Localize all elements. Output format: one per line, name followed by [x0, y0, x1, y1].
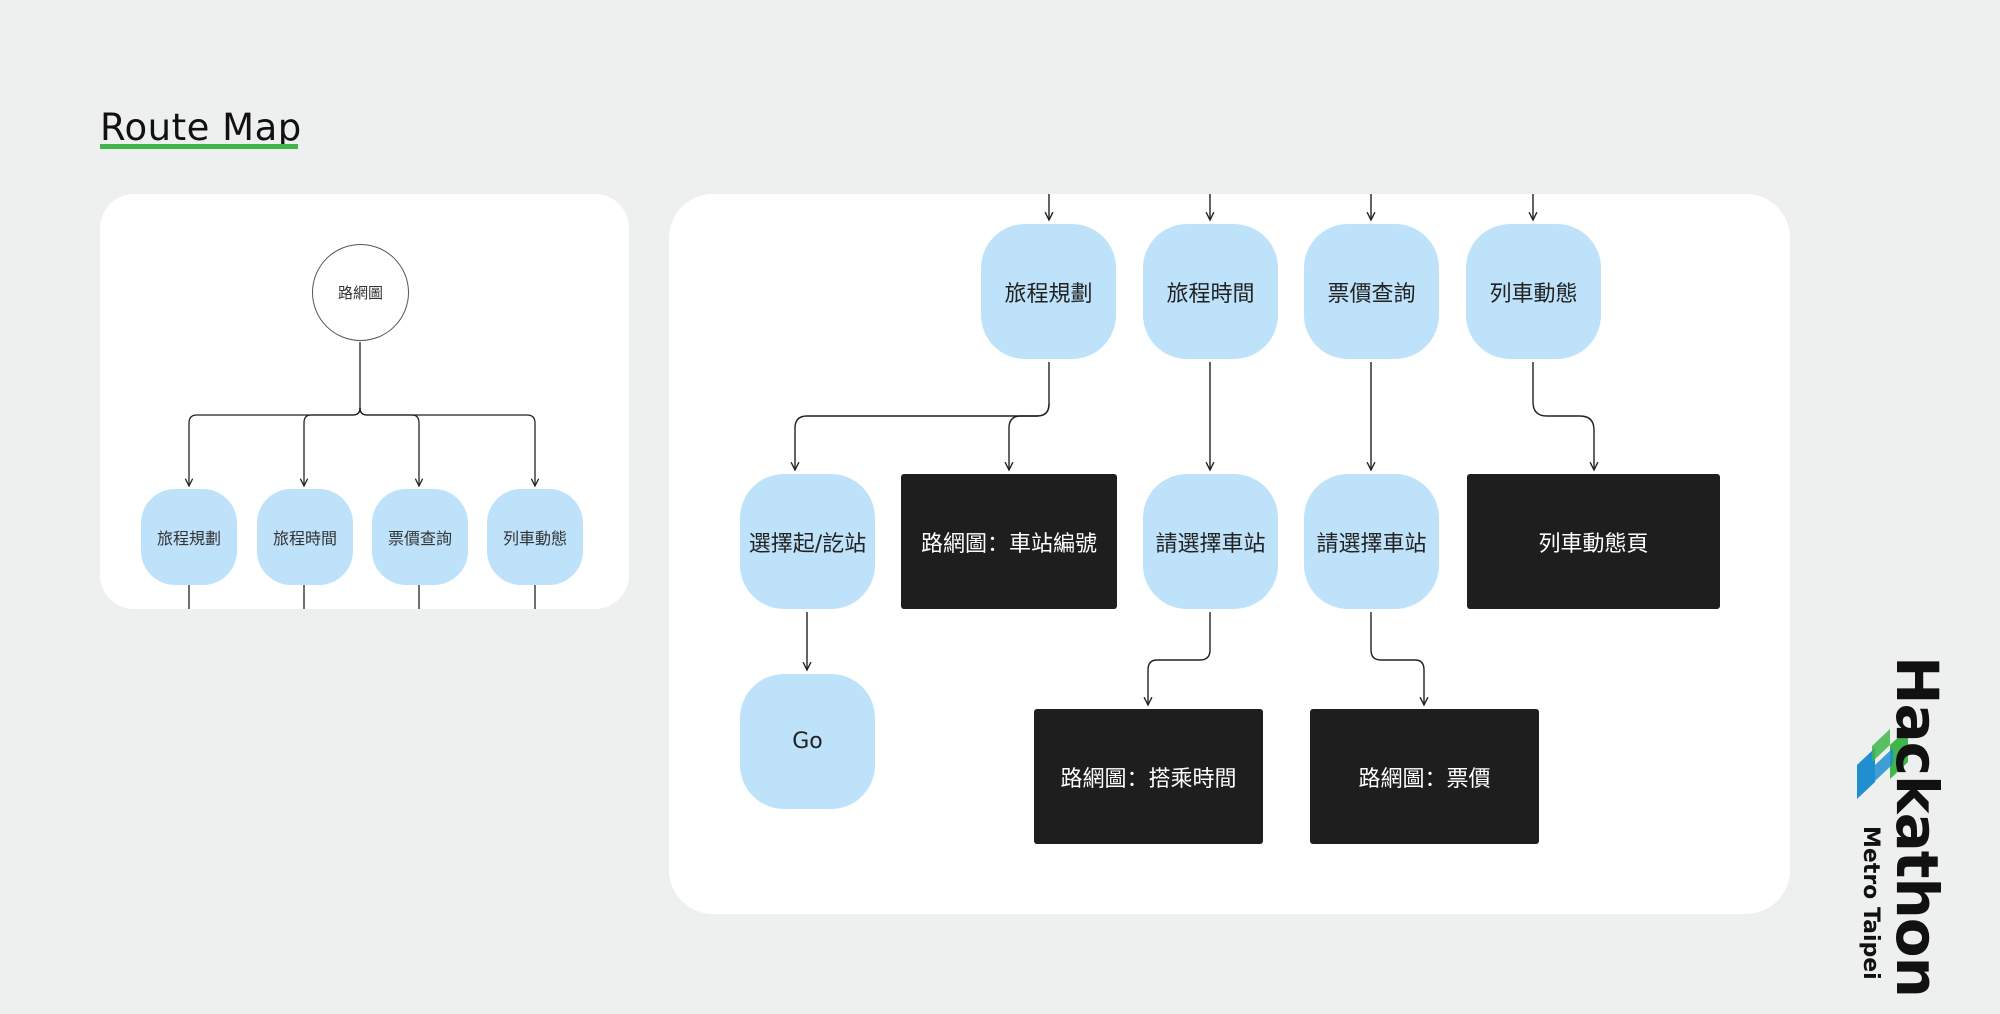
hackathon-logo-mark	[1857, 728, 1908, 799]
logo-green-stripe	[1890, 728, 1908, 779]
node-station-numbers-page: 路網圖：車站編號	[901, 474, 1117, 609]
node-train-status-page: 列車動態頁	[1467, 474, 1720, 609]
node-ride-time-page: 路網圖：搭乘時間	[1034, 709, 1263, 844]
edge-status-status-page	[1532, 362, 1594, 470]
overview-connectors	[100, 342, 629, 609]
node-trip-time: 旅程時間	[1143, 224, 1278, 359]
logo-green-stripe-2	[1872, 729, 1890, 762]
overview-panel: 路網圖 旅程規劃 旅程時間 票價查詢 列車動態	[100, 194, 629, 609]
node-fare-query: 票價查詢	[1304, 224, 1439, 359]
node-fare-page: 路網圖：票價	[1310, 709, 1539, 844]
edge-root-fare-query	[359, 407, 419, 486]
node-train-status: 列車動態	[1466, 224, 1601, 359]
logo-blue-stripe-2	[1875, 748, 1893, 781]
edge-choose-fare	[1370, 612, 1424, 705]
node-fare-query: 票價查詢	[372, 489, 468, 585]
node-route-map-root: 路網圖	[312, 244, 409, 341]
edge-planning-select-stations	[795, 362, 1050, 470]
edge-root-trip-planning	[189, 342, 361, 486]
detail-connectors	[669, 194, 1790, 914]
logo-blue-stripe	[1857, 748, 1875, 799]
edge-root-train-status	[359, 407, 535, 486]
node-choose-station-time: 請選擇車站	[1143, 474, 1278, 609]
edge-choose-ride-time	[1148, 612, 1211, 705]
brand-subtitle: Metro Taipei	[1858, 826, 1883, 980]
node-choose-station-fare: 請選擇車站	[1304, 474, 1439, 609]
node-trip-planning: 旅程規劃	[981, 224, 1116, 359]
detail-panel: 旅程規劃 旅程時間 票價查詢 列車動態 選擇起/訖站 路網圖：車站編號 請選擇車…	[669, 194, 1790, 914]
edge-planning-station-numbers	[1009, 403, 1050, 470]
edge-root-trip-time	[304, 407, 361, 486]
node-go: Go	[740, 674, 875, 809]
node-trip-planning: 旅程規劃	[141, 489, 237, 585]
node-trip-time: 旅程時間	[257, 489, 353, 585]
page-title: Route Map	[100, 106, 302, 149]
node-select-stations: 選擇起/訖站	[740, 474, 875, 609]
title-underline	[100, 144, 298, 149]
node-train-status: 列車動態	[487, 489, 583, 585]
brand-name: Hackathon	[1883, 656, 1951, 997]
